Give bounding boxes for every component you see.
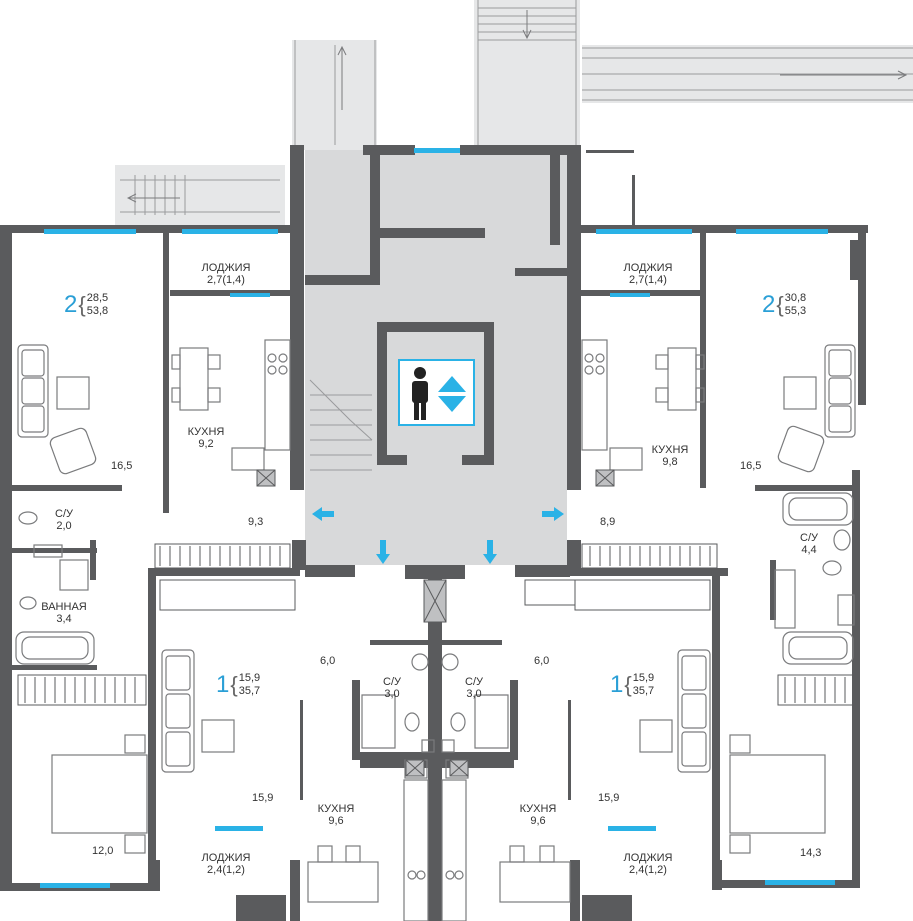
living-area: 28,5 <box>86 292 109 304</box>
room-area: 3,0 <box>384 688 400 700</box>
total-area: 55,3 <box>784 305 807 317</box>
room-name: ЛОДЖИЯ <box>201 262 251 274</box>
brace: { <box>624 672 632 697</box>
total-area: 53,8 <box>86 305 109 317</box>
elevator-icon <box>398 359 475 426</box>
closet-hatching <box>24 546 846 703</box>
room-area-bedroom-left: 12,0 <box>92 845 114 857</box>
common-area <box>115 0 913 565</box>
room-area: 2,7(1,4) <box>629 274 667 286</box>
room-count: 2 <box>762 291 776 318</box>
room-area-hall-bl: 6,0 <box>320 655 336 667</box>
room-area: 2,0 <box>56 520 72 532</box>
brace: { <box>776 292 784 317</box>
room-area: 9,2 <box>198 438 214 450</box>
room-area: 4,4 <box>801 544 817 556</box>
room-area: 9,6 <box>530 815 546 827</box>
room-name: С/У <box>800 532 818 544</box>
room-area: 9,6 <box>328 815 344 827</box>
direction-arrows <box>312 507 564 564</box>
room-area: 2,4(1,2) <box>207 864 245 876</box>
room-area-bedroom-right: 14,3 <box>800 847 822 859</box>
room-name: ЛОДЖИЯ <box>623 852 673 864</box>
room-count: 2 <box>64 291 78 318</box>
room-area-room-br: 15,9 <box>598 792 620 804</box>
room-area: 3,0 <box>466 688 482 700</box>
room-area-living-tr: 16,5 <box>740 460 762 472</box>
windows <box>40 148 835 888</box>
room-name: ЛОДЖИЯ <box>201 852 251 864</box>
ramp-arrows <box>126 10 908 203</box>
room-name: КУХНЯ <box>519 803 557 815</box>
ventilation-shafts <box>256 469 615 777</box>
brace: { <box>78 292 86 317</box>
furniture <box>15 339 856 921</box>
room-area-room-bl: 15,9 <box>252 792 274 804</box>
room-name: КУХНЯ <box>317 803 355 815</box>
living-area: 15,9 <box>632 672 655 684</box>
room-area-hall-br: 6,0 <box>534 655 550 667</box>
room-name: КУХНЯ <box>651 444 689 456</box>
room-area-living-tl: 16,5 <box>111 460 133 472</box>
living-area: 30,8 <box>784 292 807 304</box>
room-area: 2,7(1,4) <box>207 274 245 286</box>
room-area: 9,8 <box>662 456 678 468</box>
stair-lines <box>120 0 913 471</box>
closets <box>17 543 857 706</box>
living-area: 15,9 <box>238 672 261 684</box>
room-name: С/У <box>383 676 401 688</box>
room-area-hall-tl: 9,3 <box>248 516 264 528</box>
room-name: С/У <box>465 676 483 688</box>
room-name: ЛОДЖИЯ <box>623 262 673 274</box>
room-area: 3,4 <box>56 613 72 625</box>
brace: { <box>230 672 238 697</box>
room-count: 1 <box>216 671 230 698</box>
room-count: 1 <box>610 671 624 698</box>
room-name: КУХНЯ <box>187 426 225 438</box>
room-area-hall-tr: 8,9 <box>600 516 616 528</box>
total-area: 35,7 <box>238 685 261 697</box>
total-area: 35,7 <box>632 685 655 697</box>
room-name: ВАННАЯ <box>41 601 87 613</box>
room-name: С/У <box>55 508 73 520</box>
room-area: 2,4(1,2) <box>629 864 667 876</box>
